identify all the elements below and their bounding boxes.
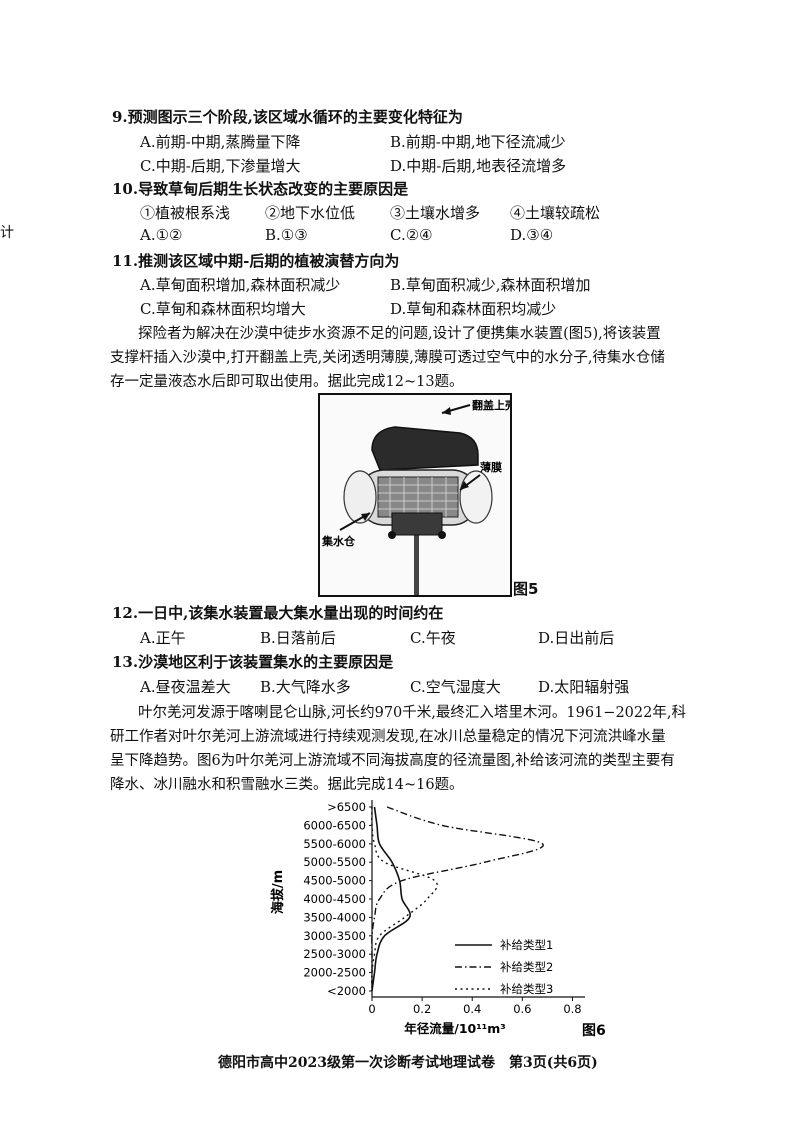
question-13-stem: 13.沙漠地区利于该装置集水的主要原因是 bbox=[112, 653, 394, 671]
question-12-option-a: A.正午 bbox=[140, 629, 186, 647]
question-10-statement-2: ②地下水位低 bbox=[265, 204, 356, 222]
question-10-statement-4: ④土壤较疏松 bbox=[510, 204, 601, 222]
x-tick-label: 0 bbox=[368, 1002, 375, 1016]
question-13-option-a: A.昼夜温差大 bbox=[140, 678, 231, 696]
y-tick-label: 3000-3500 bbox=[303, 929, 366, 943]
question-9-option-d: D.中期-后期,地表径流增多 bbox=[390, 157, 567, 175]
question-9-stem: 9.预测图示三个阶段,该区域水循环的主要变化特征为 bbox=[112, 108, 463, 126]
x-tick-label: 0.2 bbox=[413, 1002, 431, 1016]
question-11-option-a: A.草甸面积增加,森林面积减少 bbox=[140, 276, 341, 294]
y-axis-label: 海拔/m bbox=[270, 870, 286, 914]
question-10-option-c: C.②④ bbox=[390, 226, 433, 244]
y-tick-label: 3500-4000 bbox=[303, 910, 366, 924]
passage-2-line-3: 呈下降趋势。图6为叶尔羌河上游流域不同海拔高度的径流量图,补给该河流的类型主要有 bbox=[110, 753, 675, 769]
passage-1-line-3: 存一定量液态水后即可取出使用。据此完成12~13题。 bbox=[110, 374, 464, 390]
question-11-stem: 11.推测该区域中期-后期的植被演替方向为 bbox=[112, 252, 400, 270]
y-tick-label: 4500-5000 bbox=[303, 874, 366, 888]
question-11-option-b: B.草甸面积减少,森林面积增加 bbox=[390, 276, 591, 294]
y-tick-label: 5000-5500 bbox=[303, 855, 366, 869]
question-10-statement-1: ①植被根系浅 bbox=[140, 204, 231, 222]
label-lid: 翻盖上壳 bbox=[472, 398, 510, 412]
x-axis-label: 年径流量/10¹¹m³ bbox=[404, 1021, 505, 1036]
question-13-option-b: B.大气降水多 bbox=[260, 678, 351, 696]
question-9-option-b: B.前期-中期,地下径流减少 bbox=[390, 133, 566, 151]
question-10-option-d: D.③④ bbox=[510, 226, 554, 244]
series-line-3 bbox=[371, 806, 438, 992]
question-12-stem: 12.一日中,该集水装置最大集水量出现的时间约在 bbox=[112, 604, 444, 622]
passage-2-line-2: 研工作者对叶尔羌河上游流域进行持续观测发现,在冰川总量稳定的情况下河流洪峰水量 bbox=[110, 729, 666, 745]
x-tick-label: 0.6 bbox=[513, 1002, 531, 1016]
y-tick-label: >6500 bbox=[327, 800, 366, 814]
question-9-option-a: A.前期-中期,蒸腾量下降 bbox=[140, 133, 301, 151]
figure-6-chart: >6500 6000-6500 5500-6000 5000-5500 4500-500… bbox=[260, 795, 620, 1045]
passage-2-line-4: 降水、冰川融水和积雪融水三类。据此完成14~16题。 bbox=[110, 777, 464, 793]
question-11-option-d: D.草甸和森林面积均减少 bbox=[390, 300, 557, 318]
legend-label-3: 补给类型3 bbox=[500, 982, 553, 996]
figure-5-caption: 图5 bbox=[513, 580, 539, 598]
chart-legend: 补给类型1 补给类型2 补给类型3 bbox=[455, 938, 553, 996]
question-10-statement-3: ③土壤水增多 bbox=[390, 204, 481, 222]
y-tick-label: 2500-3000 bbox=[303, 947, 366, 961]
question-13-option-d: D.太阳辐射强 bbox=[538, 678, 630, 696]
series-line-1 bbox=[371, 806, 411, 992]
question-12-option-c: C.午夜 bbox=[410, 629, 456, 647]
label-tank: 集水仓 bbox=[321, 534, 356, 548]
label-film: 薄膜 bbox=[480, 460, 502, 474]
water-collector-illustration: 翻盖上壳 薄膜 集水仓 bbox=[321, 398, 516, 595]
legend-label-1: 补给类型1 bbox=[500, 938, 553, 952]
question-11-option-c: C.草甸和森林面积均增大 bbox=[140, 300, 306, 318]
runoff-altitude-chart: >6500 6000-6500 5500-6000 5000-5500 4500-500… bbox=[270, 800, 606, 1039]
question-12-option-d: D.日出前后 bbox=[538, 629, 615, 647]
y-tick-label: 6000-6500 bbox=[303, 818, 366, 832]
question-12-option-b: B.日落前后 bbox=[260, 629, 336, 647]
x-tick-label: 0.4 bbox=[463, 1002, 481, 1016]
y-tick-label: 4000-4500 bbox=[303, 892, 366, 906]
y-tick-label: 5500-6000 bbox=[303, 837, 366, 851]
figure-5-device-photo: 翻盖上壳 薄膜 集水仓 bbox=[318, 393, 516, 597]
passage-1-line-1: 探险者为解决在沙漠中徒步水资源不足的问题,设计了便携集水装置(图5),将该装置 bbox=[138, 326, 661, 342]
page-footer: 德阳市高中2023级第一次诊断考试地理试卷 第3页(共6页) bbox=[218, 1055, 598, 1071]
figure-6-caption: 图6 bbox=[582, 1023, 606, 1039]
margin-mark: 计 bbox=[0, 225, 14, 241]
x-tick-label: 0.8 bbox=[563, 1002, 581, 1016]
question-9-option-c: C.中期-后期,下渗量增大 bbox=[140, 157, 301, 175]
y-tick-label: <2000 bbox=[327, 984, 366, 998]
passage-2-line-1: 叶尔羌河发源于喀喇昆仑山脉,河长约970千米,最终汇入塔里木河。1961−202… bbox=[138, 705, 686, 721]
question-10-option-a: A.①② bbox=[140, 226, 183, 244]
passage-1-line-2: 支撑杆插入沙漠中,打开翻盖上壳,关闭透明薄膜,薄膜可透过空气中的水分子,待集水仓… bbox=[110, 350, 665, 366]
y-tick-label: 2000-2500 bbox=[303, 966, 366, 980]
question-10-stem: 10.导致草甸后期生长状态改变的主要原因是 bbox=[112, 180, 409, 198]
question-13-option-c: C.空气湿度大 bbox=[410, 678, 501, 696]
legend-label-2: 补给类型2 bbox=[500, 960, 553, 974]
question-10-option-b: B.①③ bbox=[265, 226, 308, 244]
